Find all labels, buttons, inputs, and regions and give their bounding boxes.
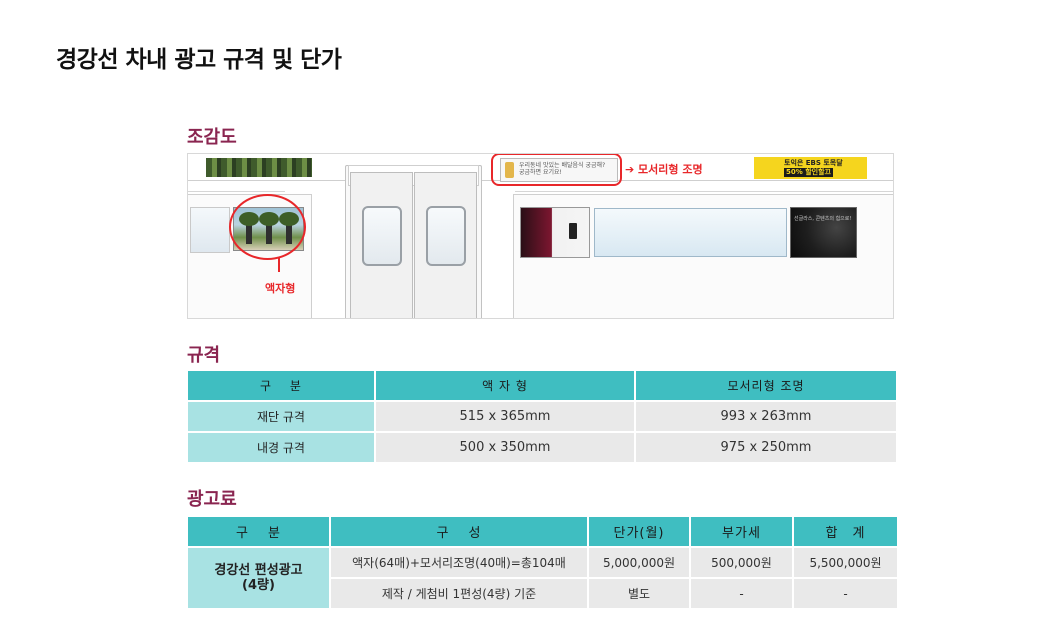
strip-ad-right: 토익은 EBS 토목달 50% 할인할끄 — [754, 157, 867, 179]
fee-table: 구 분 구 성 단가(월) 부가세 합 계 경강선 편성광고 (4량) 액자(6… — [186, 515, 899, 610]
column-header: 액 자 형 — [374, 369, 636, 402]
callout-strip-label: 모서리형 조명 — [638, 163, 703, 176]
frame-ad-right-window — [594, 208, 787, 257]
highlight-ring-strip — [491, 154, 622, 186]
composition-cell: 제작 / 게첨비 1편성(4량) 기준 — [329, 577, 589, 610]
frame-ad-right-2: 선글라스, 콘텐츠의 힘으로! — [790, 207, 857, 258]
table-header-row: 구 분 액 자 형 모서리형 조명 — [186, 369, 898, 402]
strip-ad-right-badge: 50% 할인할끄 — [784, 168, 833, 177]
table-row: 내경 규격 500 x 350mm 975 x 250mm — [186, 431, 898, 464]
vat-cell: - — [689, 577, 794, 610]
strip-ad-center-text: 우리동네 맛있는 배달음식 궁금해? — [519, 162, 606, 169]
wall-line — [188, 191, 285, 192]
callout-arrow — [278, 258, 280, 272]
phone-icon — [505, 162, 514, 178]
spec-heading: 규격 — [187, 345, 221, 366]
total-cell: 5,500,000원 — [792, 546, 899, 579]
spec-strip-value: 975 x 250mm — [634, 431, 898, 464]
spec-table: 구 분 액 자 형 모서리형 조명 재단 규격 515 x 365mm 993 … — [186, 369, 898, 464]
page-title: 경강선 차내 광고 규격 및 단가 — [56, 47, 342, 73]
side-window — [190, 207, 230, 253]
door-left — [350, 172, 413, 319]
strip-ad-right-text: 토익은 EBS 토목달 — [784, 159, 843, 167]
row-label: 재단 규격 — [186, 400, 376, 433]
strip-ad-center-text: 궁금하면 요기요! — [519, 169, 562, 176]
group-label-line: (4량) — [242, 578, 275, 593]
frame-ad-right-text: 선글라스, 콘텐츠의 힘으로! — [794, 216, 852, 222]
door-handle — [405, 318, 408, 319]
train-interior-illustration: 우리동네 맛있는 배달음식 궁금해? 궁금하면 요기요! ➔ 모서리형 조명 토… — [187, 153, 894, 319]
vat-cell: 500,000원 — [689, 546, 794, 579]
strip-ad-center: 우리동네 맛있는 배달음식 궁금해? 궁금하면 요기요! — [500, 158, 618, 182]
group-label: 경강선 편성광고 (4량) — [186, 546, 331, 610]
device-icon — [569, 223, 577, 239]
overview-heading: 조감도 — [187, 127, 237, 148]
strip-ad-left — [206, 158, 312, 177]
table-row: 경강선 편성광고 (4량) 액자(64매)+모서리조명(40매)=총104매 5… — [186, 546, 899, 610]
price-cell: 별도 — [587, 577, 691, 610]
frame-ad-right-1 — [520, 207, 590, 258]
highlight-ring-frame — [229, 194, 306, 260]
table-row: 제작 / 게첨비 1편성(4량) 기준 별도 - - — [187, 577, 899, 610]
column-header: 구 분 — [186, 369, 376, 402]
callout-strip: ➔ 모서리형 조명 — [625, 163, 703, 176]
total-cell: - — [792, 577, 899, 610]
column-header: 합 계 — [792, 515, 899, 548]
door-window — [426, 206, 466, 266]
column-header: 구 성 — [329, 515, 589, 548]
column-header: 모서리형 조명 — [634, 369, 898, 402]
callout-frame: 액자형 — [265, 282, 296, 295]
door-window — [362, 206, 402, 266]
column-header: 부가세 — [689, 515, 794, 548]
table-row: 재단 규격 515 x 365mm 993 x 263mm — [186, 400, 898, 433]
composition-cell: 액자(64매)+모서리조명(40매)=총104매 — [329, 546, 589, 579]
spec-strip-value: 993 x 263mm — [634, 400, 898, 433]
door-handle — [421, 318, 424, 319]
row-label: 내경 규격 — [186, 431, 376, 464]
group-label-line: 경강선 편성광고 — [214, 563, 303, 578]
table-header-row: 구 분 구 성 단가(월) 부가세 합 계 — [186, 515, 899, 548]
wall-line — [515, 191, 893, 192]
price-cell: 5,000,000원 — [587, 546, 691, 579]
fee-heading: 광고료 — [187, 489, 237, 510]
column-header: 단가(월) — [587, 515, 691, 548]
spec-frame-value: 500 x 350mm — [374, 431, 636, 464]
door-right — [414, 172, 477, 319]
spec-frame-value: 515 x 365mm — [374, 400, 636, 433]
column-header: 구 분 — [186, 515, 331, 548]
